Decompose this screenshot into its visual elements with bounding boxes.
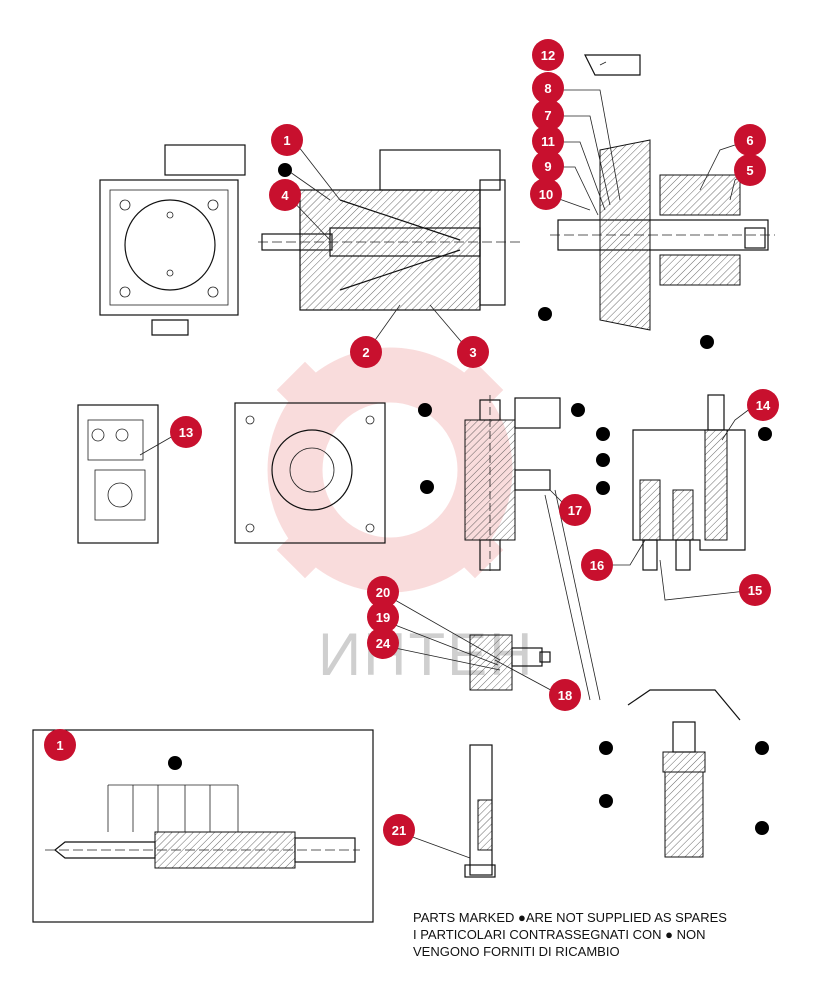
part-number-badges: 1 4 2 3 12 8 7 11 9 10 6 5 13 14 17 16 1… (44, 39, 779, 846)
badge-9: 9 (532, 150, 564, 182)
badge-2: 2 (350, 336, 382, 368)
fitting-detail (469, 634, 551, 691)
badge-21: 21 (383, 814, 415, 846)
marker-dot (168, 756, 182, 770)
badge-17: 17 (559, 494, 591, 526)
marker-dot (755, 741, 769, 755)
marker-dot (758, 427, 772, 441)
svg-text:6: 6 (746, 133, 753, 148)
pump-section-view-right (550, 54, 775, 331)
svg-text:10: 10 (539, 187, 553, 202)
svg-text:14: 14 (756, 398, 771, 413)
marker-dot (599, 794, 613, 808)
svg-text:19: 19 (376, 610, 390, 625)
marker-dot (596, 481, 610, 495)
marker-dot (278, 163, 292, 177)
badge-19: 19 (367, 601, 399, 633)
svg-text:8: 8 (544, 81, 551, 96)
marker-dot (596, 453, 610, 467)
badge-1-inset: 1 (44, 729, 76, 761)
svg-text:2: 2 (362, 345, 369, 360)
svg-text:21: 21 (392, 823, 406, 838)
badge-4: 4 (269, 179, 301, 211)
inset-frame (32, 729, 374, 923)
badge-7: 7 (532, 99, 564, 131)
badge-14: 14 (747, 389, 779, 421)
badge-15: 15 (739, 574, 771, 606)
marker-dot (755, 821, 769, 835)
svg-text:5: 5 (746, 163, 753, 178)
badge-20: 20 (367, 576, 399, 608)
svg-text:20: 20 (376, 585, 390, 600)
marker-dot (420, 480, 434, 494)
plate-detail (464, 744, 496, 878)
badge-3: 3 (457, 336, 489, 368)
marker-dot (700, 335, 714, 349)
svg-text:9: 9 (544, 159, 551, 174)
marker-dot-icon: ● (665, 927, 673, 942)
valve-block (632, 394, 746, 571)
svg-text:7: 7 (544, 108, 551, 123)
badge-12: 12 (532, 39, 564, 71)
badge-5: 5 (734, 154, 766, 186)
marker-dot (538, 307, 552, 321)
svg-text:13: 13 (179, 425, 193, 440)
pump-side-view (77, 404, 159, 544)
badge-6: 6 (734, 124, 766, 156)
svg-text:1: 1 (283, 133, 290, 148)
marker-dot (596, 427, 610, 441)
unsupplied-part-markers (168, 163, 772, 835)
svg-text:17: 17 (568, 503, 582, 518)
svg-text:18: 18 (558, 688, 572, 703)
inset-shaft (45, 784, 360, 869)
svg-text:1: 1 (56, 738, 63, 753)
pump-front-view (99, 144, 246, 336)
badge-1-top: 1 (271, 124, 303, 156)
svg-text:3: 3 (469, 345, 476, 360)
svg-text:12: 12 (541, 48, 555, 63)
note-line-3: VENGONO FORNITI DI RICAMBIO (413, 944, 620, 959)
badge-13: 13 (170, 416, 202, 448)
marker-dot (599, 741, 613, 755)
badge-11: 11 (532, 125, 564, 157)
svg-text:4: 4 (281, 188, 289, 203)
marker-dot (418, 403, 432, 417)
note-line-2: I PARTICOLARI CONTRASSEGNATI CON ● NON (413, 927, 706, 942)
badge-8: 8 (532, 72, 564, 104)
svg-text:16: 16 (590, 558, 604, 573)
badge-18: 18 (549, 679, 581, 711)
marker-dot-icon: ● (517, 910, 526, 925)
badge-16: 16 (581, 549, 613, 581)
compensator-section (464, 395, 561, 575)
pump-section-view (258, 149, 520, 311)
svg-text:15: 15 (748, 583, 762, 598)
svg-text:24: 24 (376, 636, 391, 651)
badge-10: 10 (530, 178, 562, 210)
badge-24: 24 (367, 627, 399, 659)
note-line-1: PARTS MARKED ●ARE NOT SUPPLIED AS SPARES (413, 910, 727, 925)
svg-text:11: 11 (541, 134, 555, 149)
marker-dot (571, 403, 585, 417)
adjuster-detail (627, 689, 741, 858)
spares-note: PARTS MARKED ●ARE NOT SUPPLIED AS SPARES… (413, 909, 727, 960)
pump-rear-view (234, 402, 386, 544)
